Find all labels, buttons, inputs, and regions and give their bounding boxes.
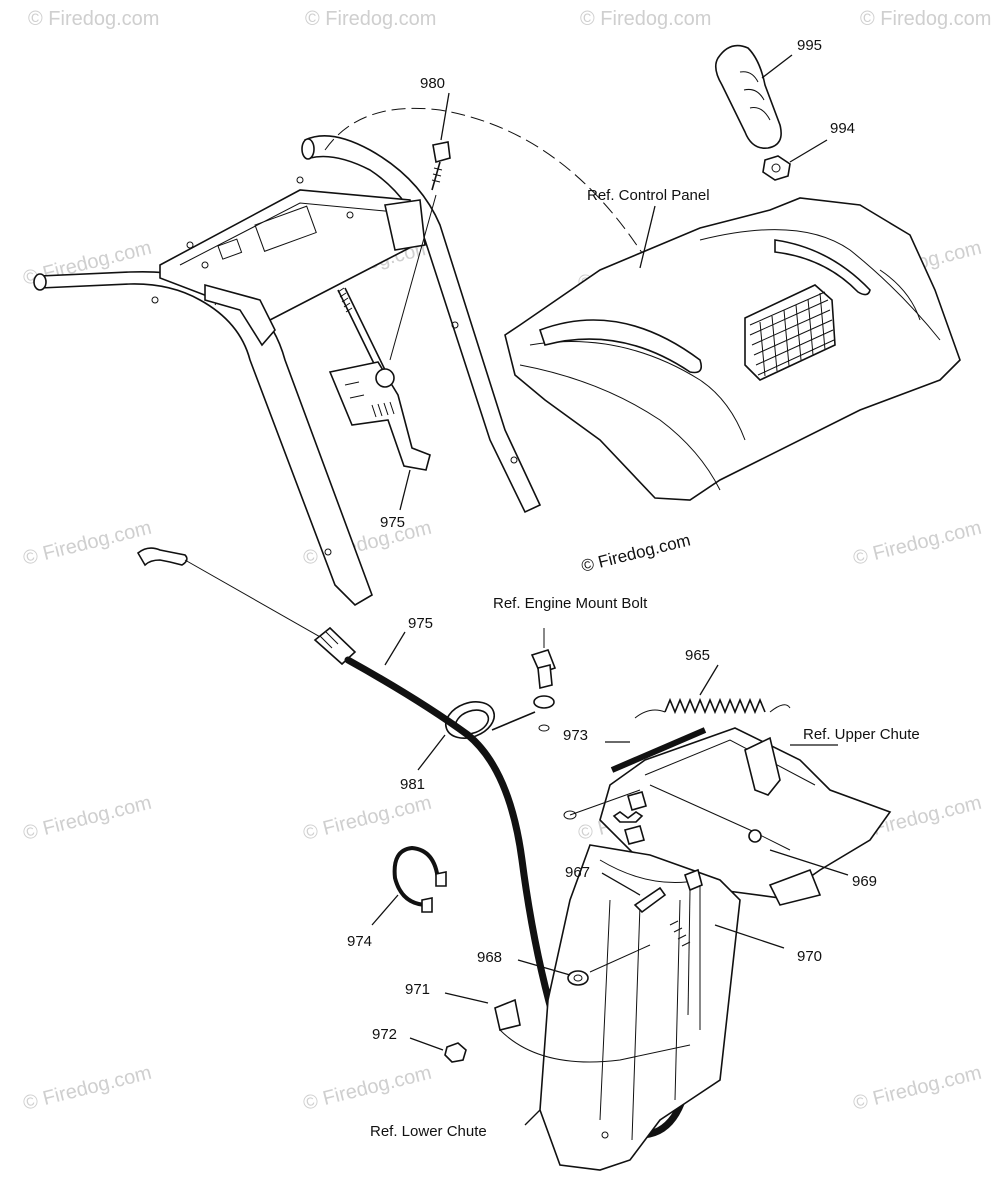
- watermark: © Firedog.com: [21, 517, 154, 570]
- watermark: © Firedog.com: [305, 8, 436, 30]
- callout-975-top: 975: [380, 514, 405, 531]
- grille-mesh: [749, 291, 835, 377]
- callout-973: 973: [563, 727, 588, 744]
- watermark: © Firedog.com: [21, 1062, 154, 1115]
- engine-mount-bolt: [530, 628, 557, 732]
- watermark-center: © Firedog.com: [579, 530, 692, 575]
- nut-994: [762, 155, 791, 181]
- callout-967: 967: [565, 864, 590, 881]
- callout-engine-mount-bolt: Ref. Engine Mount Bolt: [493, 595, 648, 612]
- callout-981: 981: [400, 776, 425, 793]
- watermark: © Firedog.com: [580, 8, 711, 30]
- handgrip-995: [714, 44, 782, 149]
- handle-frame: [33, 107, 761, 607]
- retaining-ring-974: [392, 845, 447, 913]
- callout-971: 971: [405, 981, 430, 998]
- callout-994: 994: [830, 120, 855, 137]
- callout-980: 980: [420, 75, 445, 92]
- callout-974: 974: [347, 933, 372, 950]
- callout-lower-chute: Ref. Lower Chute: [370, 1123, 487, 1140]
- lower-chute: [444, 844, 741, 1171]
- callout-995: 995: [797, 37, 822, 54]
- upper-chute: [563, 697, 892, 906]
- callout-975-cable: 975: [408, 615, 433, 632]
- watermark: © Firedog.com: [851, 517, 984, 570]
- watermark: © Firedog.com: [28, 8, 159, 30]
- control-panel: [504, 197, 961, 501]
- watermark: © Firedog.com: [21, 792, 154, 845]
- leader-lines: [371, 54, 849, 1126]
- watermark: © Firedog.com: [301, 1062, 434, 1115]
- watermark: © Firedog.com: [301, 792, 434, 845]
- callout-968: 968: [477, 949, 502, 966]
- cable-tie-981: [444, 701, 536, 739]
- callout-upper-chute: Ref. Upper Chute: [803, 726, 920, 743]
- callout-965: 965: [685, 647, 710, 664]
- callout-972: 972: [372, 1026, 397, 1043]
- callout-labels: 980 995 994 Ref. Control Panel 975 975 R…: [347, 37, 920, 1140]
- watermark: © Firedog.com: [860, 8, 991, 30]
- callout-control-panel: Ref. Control Panel: [587, 187, 710, 204]
- callout-970: 970: [797, 948, 822, 965]
- watermark: © Firedog.com: [851, 1062, 984, 1115]
- callout-969: 969: [852, 873, 877, 890]
